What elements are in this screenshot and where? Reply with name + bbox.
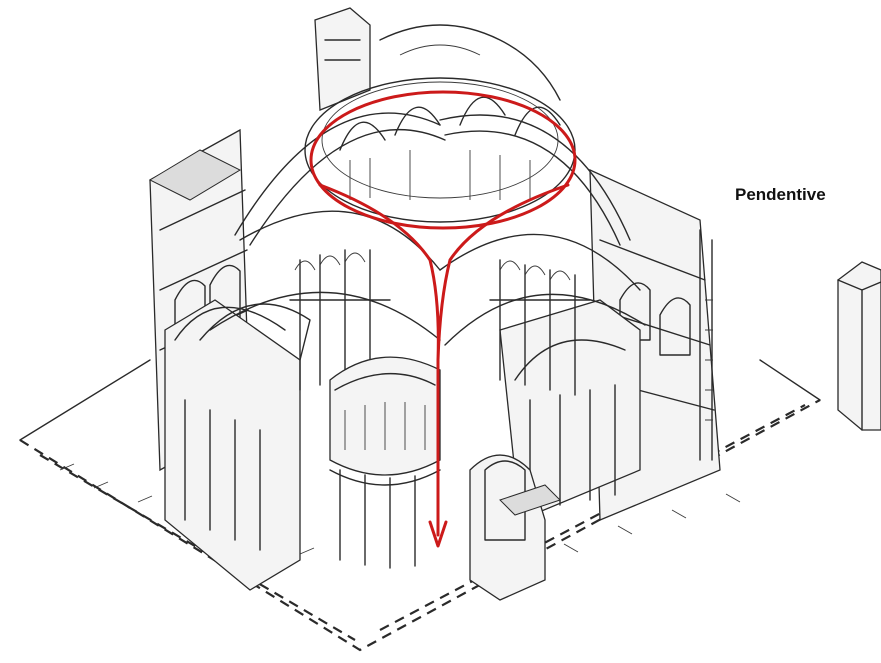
nave-colonnade	[289, 249, 591, 396]
rear-tower	[314, 7, 371, 111]
pendentive-label: Pendentive	[735, 185, 826, 204]
side-pier-block	[837, 261, 881, 431]
pendentive-ring	[309, 90, 577, 230]
left-wing	[148, 128, 311, 591]
exedra	[329, 356, 441, 569]
right-wing	[499, 168, 721, 521]
great-arches	[209, 112, 646, 346]
pendentive-highlight	[309, 90, 577, 548]
load-arrow-head	[428, 520, 448, 548]
dome-drum	[304, 24, 576, 223]
entrance-porch	[469, 454, 561, 601]
